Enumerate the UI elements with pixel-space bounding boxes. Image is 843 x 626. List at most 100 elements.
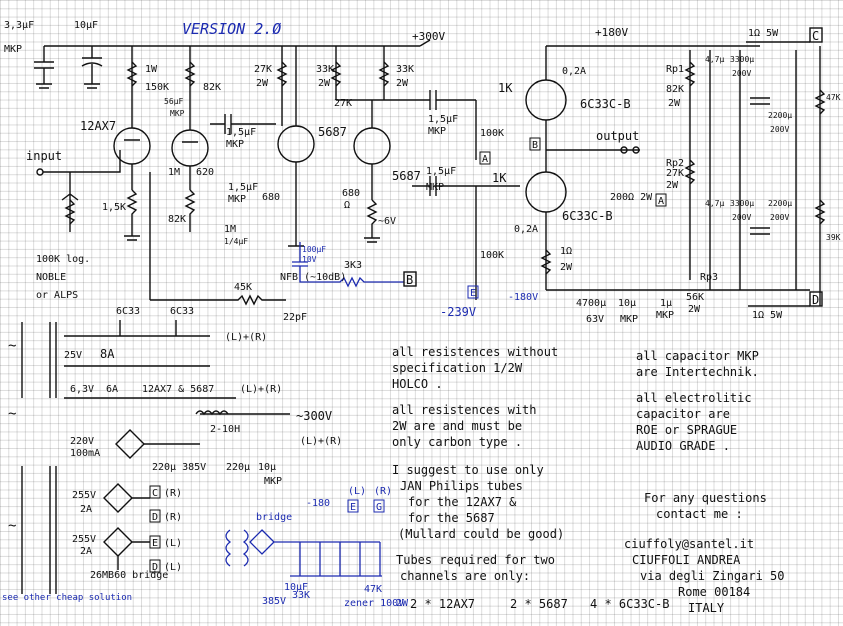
driver-cathode-2 [364,199,380,243]
psu-out-d: D [152,512,158,523]
r-56k-p: 2W [688,304,701,315]
tx2-lr: (L)+(R) [240,384,282,395]
input-stage-wiring [124,46,198,190]
tx4-v: 255V [72,490,96,501]
note-n3-line5: (Mullard could be good) [398,527,564,541]
alt-g: G [376,502,382,513]
input-pot[interactable] [64,199,76,225]
c-10u-out-t: MKP [620,314,638,325]
c-mkp-a: MKP [226,139,244,150]
note-n2-line2: 2W are and must be [392,419,522,433]
c-2200-a-v: 200V [770,125,789,134]
node-d: D [812,293,819,307]
anode-resistors-input [126,61,196,87]
c-in2-label: 10µF [74,20,98,31]
c-3300u-b-v: 200V [732,213,751,222]
psu-out-c: C [152,488,158,499]
c-4700-v: 63V [586,314,604,325]
nfb-network-blue [292,242,404,288]
tx5-a: 2A [80,546,92,557]
alt-p2w: 2W [396,598,409,609]
alt-c10: 10µF [284,582,308,593]
alt-bridge: bridge [256,512,292,523]
alt-psu-blue [225,529,382,577]
reservoir-caps [709,50,797,290]
c-mkp-d: MKP [426,182,444,193]
r-1r5w-bot: 1Ω 5W [752,310,783,321]
driver-anode-resistors [276,61,390,87]
pot-input: 100K log. [36,254,90,265]
alt-node-r: (R) [374,486,392,497]
mains-primary-lines-2 [21,466,57,594]
c-2200-b: 2200µ [768,199,792,208]
output-jack-hot[interactable] [620,146,628,154]
note-n1-line3: HOLCO . [392,377,443,391]
r-33k-2-p: 2W [396,78,409,89]
note-n7-line2: contact me : [656,507,743,521]
tube-input-label: 12AX7 [80,119,116,133]
r-1k-bot: 1K [492,171,507,185]
tube-12ax7-b [171,129,209,167]
c-mkp-b: MKP [228,194,246,205]
note-n5-line2: are Intertechnik. [636,365,759,379]
c-100u-v: 10V [302,255,317,264]
contact-country: ITALY [688,601,725,615]
pot-brand: NOBLE [36,272,66,283]
input-pot-wiring [43,150,121,232]
note-resistor-2: all resistences with 2W are and must be … [392,403,537,449]
cathode-resistor-input [124,189,140,241]
psu-out-f: D [152,562,158,573]
r-680-unit: Ω [344,200,350,211]
psu-out-e-side: (L) [164,538,182,549]
c-3300u-a: 3300µ [730,55,754,64]
node-b-box-top [529,137,541,151]
node-a-box-left [479,151,491,165]
choke-symbol [195,410,229,416]
bias-current: 0,2A [514,224,538,235]
feedback-line [149,172,286,306]
r-15k: 1,5K [102,202,126,213]
r-680-b: 680 [342,188,360,199]
note-n6-line1: all electrolitic [636,391,752,405]
c-3300u-a-v: 200V [732,69,751,78]
psu-out-f-box [149,559,161,573]
c-15u-b: 1,5µF [228,182,258,193]
c-100u: 100µF [302,245,326,254]
rp3: Rp3 [700,272,718,283]
node-e-box [467,285,479,299]
tx2-a: 6A [106,384,118,395]
psu-out-d-side: (R) [164,512,182,523]
output-label: output [596,129,639,143]
tx5-v: 255V [72,534,96,545]
r-27k: 27K [254,64,272,75]
cap2: 220µ [226,462,250,473]
cathode-resistor-2 [184,189,196,232]
tx3-v: 220V [70,436,94,447]
c-15u-d: 1,5µF [426,166,456,177]
note-resistor-1: all resistences without specification 1/… [392,345,558,391]
node-c: C [812,29,819,43]
coupling-cap-1 [210,114,276,134]
bleeder-resistors [814,89,826,225]
r-620: 620 [196,167,214,178]
r-150k: 150K [145,82,169,93]
rp2: Rp2 [666,158,684,169]
alt-r33k: 33K [292,590,310,601]
mains-symbol-1: ~ [8,338,16,354]
mains-primary-lines [21,322,57,398]
r-27k-p: 2W [256,78,269,89]
note-capacitor-electrolytic: all electrolitic capacitor are ROE or SP… [636,391,752,453]
c-4700: 4700µ [576,298,606,309]
pot-brand2: or ALPS [36,290,78,301]
input-jack[interactable] [36,168,44,176]
b300-lr: (L)+(R) [300,436,342,447]
tube-6c33-top [525,79,567,121]
cap3-t: MKP [264,476,282,487]
c-15u-a: 1,5µF [226,127,256,138]
b-plus-rail [44,39,431,47]
c-2200-a: 2200µ [768,111,792,120]
output-jack-cold[interactable] [632,146,640,154]
req-5687: 2 * 5687 [510,597,568,611]
c-in1-label: 3,3µF [4,20,34,31]
node-b: B [406,273,413,287]
